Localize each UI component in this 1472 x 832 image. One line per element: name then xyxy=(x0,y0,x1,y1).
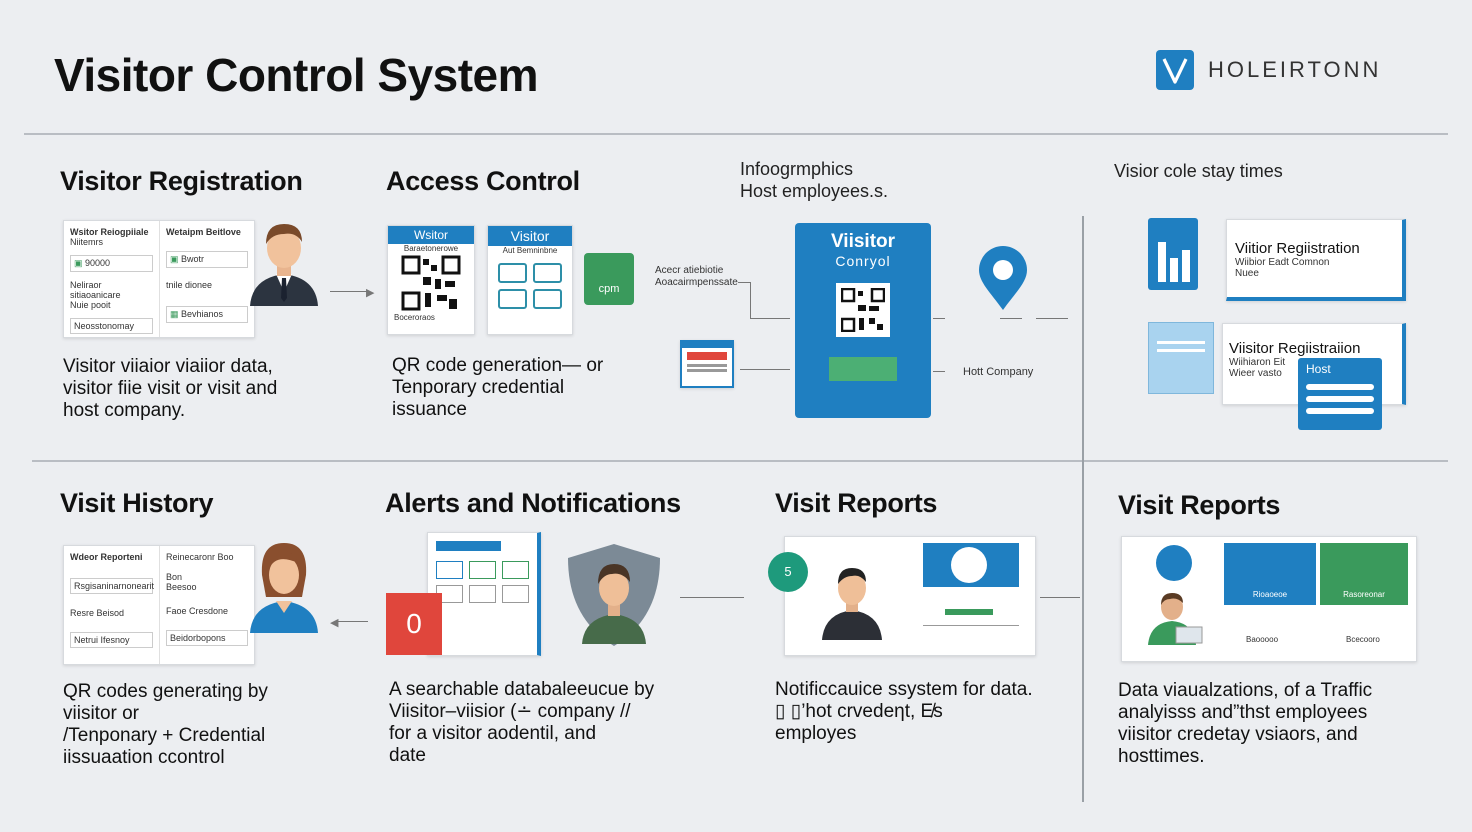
credential-icon xyxy=(533,289,562,309)
page-title: Visitor Control System xyxy=(54,49,539,101)
access-heading: Access Control xyxy=(386,166,580,196)
flow-arrow xyxy=(740,369,790,370)
registration-form-card: Wsitor Reiogpiiale Niitemrs ▣ 90000 Neli… xyxy=(63,220,255,338)
alerts-description: A searchable databaleeucue by Viisitor–v… xyxy=(389,679,655,766)
form-label: Neliraor sitiaoanicare xyxy=(70,280,121,300)
analyst-avatar-icon xyxy=(1148,593,1203,645)
form-label: Wetaipm Beitlove xyxy=(166,227,241,237)
connector-line xyxy=(933,318,945,319)
notification-icon xyxy=(469,561,496,579)
report-count-badge: 5 xyxy=(768,552,808,592)
flow-arrow xyxy=(330,291,370,292)
host-list-panel: Host xyxy=(1298,358,1382,430)
building-chart-icon xyxy=(1148,218,1198,290)
form-label: tnile dionee xyxy=(166,280,213,290)
id-card-icon xyxy=(680,340,734,388)
profile-avatar-icon xyxy=(951,547,987,583)
alerts-heading: Alerts and Notifications xyxy=(385,488,681,518)
brand-name: HOLEIRTONN xyxy=(1208,57,1382,82)
reports-description: Notificcauice ssystem for data. ▯ ▯’hot … xyxy=(775,679,1033,744)
host-employee-avatar-icon xyxy=(822,568,882,640)
connector-line xyxy=(738,282,750,283)
history-description: QR codes generatiηg by viisitor or /Tenp… xyxy=(63,681,268,768)
form-label: Nuie pooit xyxy=(70,300,111,310)
qr-code-icon xyxy=(401,255,461,311)
registration-summary-card: Viitior Regiistration Wiibior Eadt Comno… xyxy=(1226,219,1406,301)
center-label: Infoogrmphics Host employees.s. xyxy=(740,159,889,201)
form-field[interactable]: Netrui Ifesnoy xyxy=(70,632,153,648)
visitor-credential-card: Visitor Aut Bemninbne xyxy=(487,225,573,335)
registration-description: Visitor viiaior viaiior data, visitor fi… xyxy=(63,356,278,421)
location-pin-icon xyxy=(979,246,1027,310)
alerts-dashboard-card xyxy=(427,532,541,656)
arrow-head-icon: ▶ xyxy=(366,287,375,299)
notification-icon xyxy=(436,561,463,579)
notification-icon xyxy=(469,585,496,603)
reports-screen-card xyxy=(784,536,1036,656)
green-strip xyxy=(829,357,897,381)
document-stack-icon xyxy=(1148,322,1214,394)
analytics-dashboard-card: Rioaoeoe Rasoreonar Baooooo Bcecooro xyxy=(1121,536,1417,662)
flow-arrow xyxy=(680,597,744,598)
connector-line xyxy=(933,371,945,372)
notification-icon xyxy=(502,585,529,603)
arrow-head-icon: ◀ xyxy=(330,617,339,629)
report-tile: Rioaoeoe xyxy=(1224,543,1316,605)
connector-line xyxy=(750,318,790,319)
flow-arrow xyxy=(1000,318,1022,319)
flow-arrow xyxy=(1040,597,1080,598)
report-tile: Rasoreonar xyxy=(1320,543,1408,605)
qr-code-icon xyxy=(836,283,890,337)
form-field[interactable]: ▣ 90000 xyxy=(70,255,153,272)
flow-arrow xyxy=(1036,318,1068,319)
form-field[interactable]: Rsgisaninarnonearit xyxy=(70,578,154,594)
form-field[interactable]: ▣ Bwotr xyxy=(166,251,248,268)
brand-logo: HOLEIRTONN xyxy=(1156,50,1381,90)
header-divider xyxy=(24,133,1448,135)
reports-heading: Visit Reports xyxy=(775,488,938,518)
form-field[interactable]: Neosstonomay xyxy=(70,318,153,334)
security-shield-icon xyxy=(568,544,660,646)
stay-heading: Visior cole stay times xyxy=(1114,161,1283,181)
access-badge-icon: cpm xyxy=(584,253,634,305)
access-attributes-label: Acecr atiebiotie Aoacairmpenssate xyxy=(655,265,738,288)
row-divider xyxy=(32,460,1448,462)
form-label: Wsitor Reiogpiiale xyxy=(70,227,149,237)
male-visitor-avatar-icon xyxy=(250,224,318,306)
access-description: QR code generation— or Tenporary credent… xyxy=(392,355,604,420)
notification-icon xyxy=(502,561,529,579)
data-badge-icon xyxy=(1156,545,1192,581)
registration-heading: Visitor Registration xyxy=(60,166,303,196)
flow-arrow xyxy=(336,621,368,622)
form-field[interactable]: Beidorbopons xyxy=(166,630,248,646)
credential-icon xyxy=(533,263,562,283)
credential-icon xyxy=(498,289,527,309)
visitor-pass-card: Wsitor Baraetonerowe Boceroraos xyxy=(387,225,475,335)
credential-icon xyxy=(498,263,527,283)
connector-line xyxy=(750,282,751,318)
column-divider xyxy=(1082,216,1084,802)
form-label: Niitemrs xyxy=(70,237,103,247)
logo-v-icon xyxy=(1156,50,1194,90)
history-form-card: Wdeor Reporteni Rsgisaninarnonearit Resr… xyxy=(63,545,255,665)
form-field[interactable]: ▦ Bevhianos xyxy=(166,306,248,323)
history-heading: Visit History xyxy=(60,488,214,518)
female-visitor-avatar-icon xyxy=(250,543,318,633)
host-company-label: Hott Company xyxy=(963,366,1034,378)
analytics-description: Data viaualzations, of a Traffic analyis… xyxy=(1118,680,1373,767)
visitor-control-badge: Viisitor Conryol xyxy=(795,223,931,418)
reports-analytics-heading: Visit Reports xyxy=(1118,490,1281,520)
alert-count-badge: 0 xyxy=(386,593,442,655)
